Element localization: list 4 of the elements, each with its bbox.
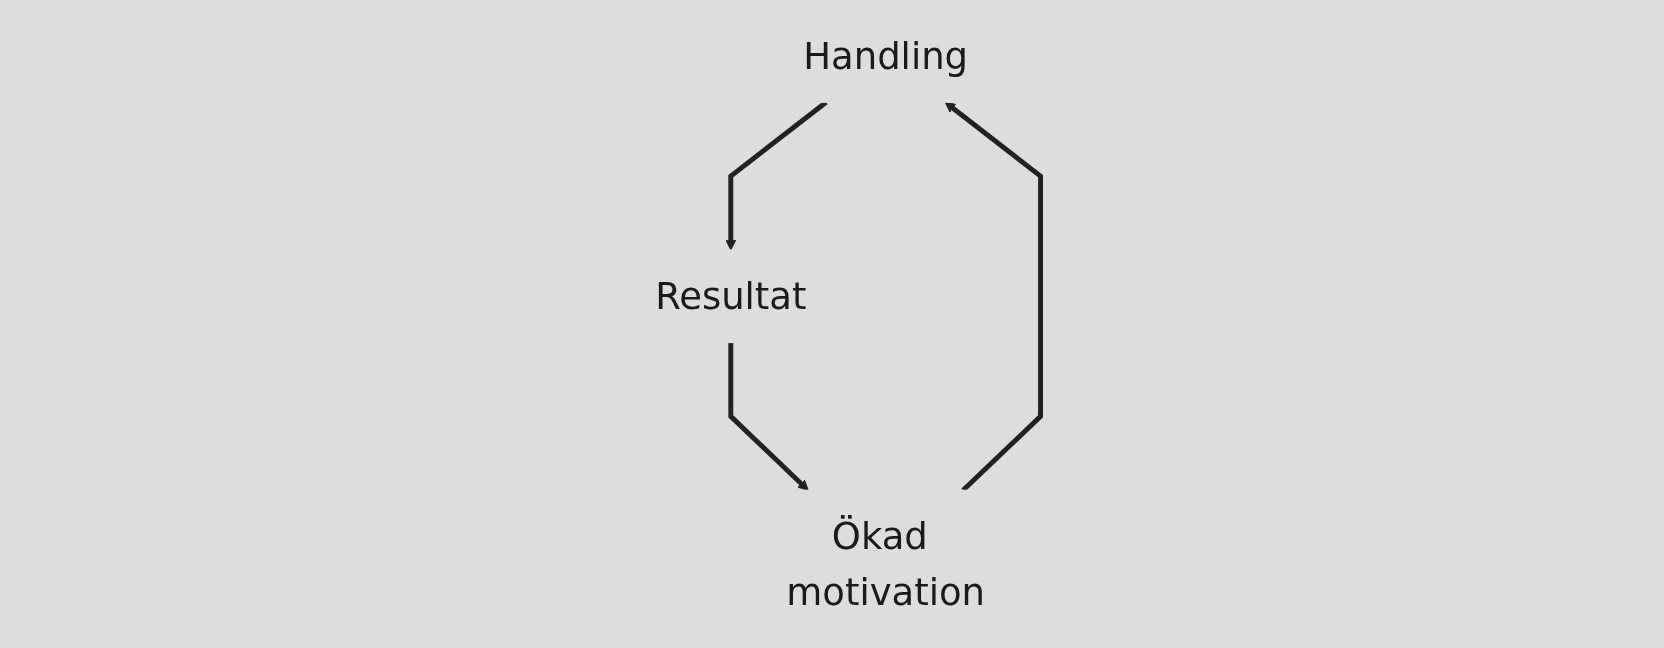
node-text: Handling [803, 34, 969, 78]
arrow [728, 342, 809, 491]
node-text: Ökad motivation [786, 514, 986, 614]
node-text: Resultat [655, 274, 807, 318]
